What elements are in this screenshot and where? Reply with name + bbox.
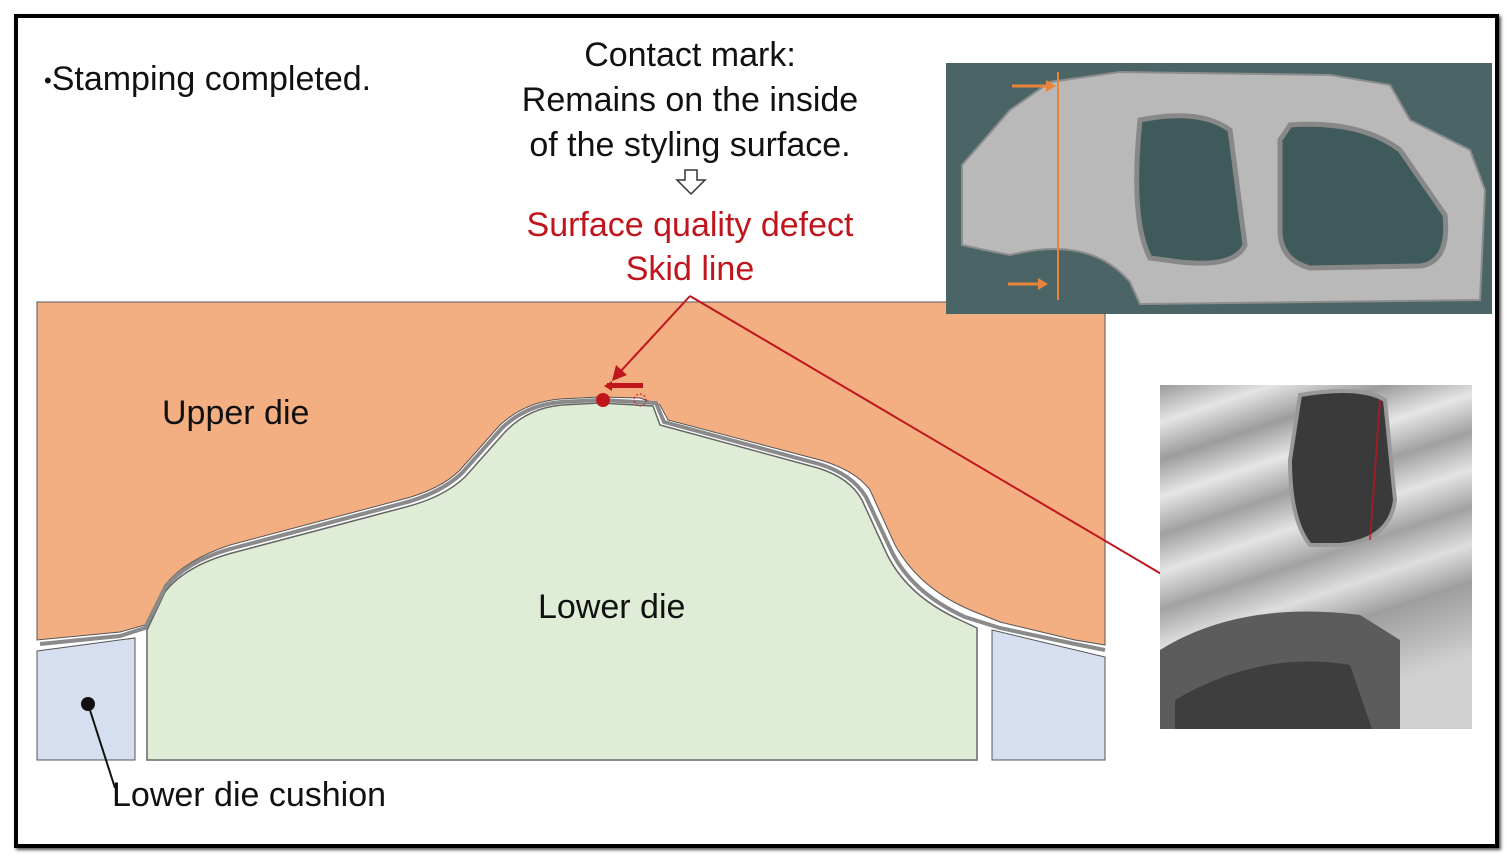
slide-direction-arrowhead	[604, 381, 612, 391]
lower-die	[146, 402, 978, 761]
callout-line-1: Contact mark:	[584, 36, 796, 74]
bullet-text: Stamping completed.	[51, 60, 372, 98]
cushion-label: Lower die cushion	[112, 776, 387, 814]
contact-mark-ghost	[633, 393, 647, 407]
lower-die-label: Lower die	[538, 588, 686, 626]
slide-direction-bar	[607, 383, 643, 388]
defect-line-2: Skid line	[625, 250, 755, 288]
callout-arrow-to-photo	[689, 295, 1181, 586]
upper-die-label: Upper die	[162, 394, 310, 432]
bullet-icon: •	[44, 68, 52, 94]
sheet-metal	[39, 397, 1106, 652]
bullet-stamping-completed: •Stamping completed.	[44, 60, 371, 99]
contact-mark-dot	[596, 393, 610, 407]
callout-line-2: Remains on the inside	[521, 81, 859, 119]
defect-line-1: Surface quality defect	[526, 206, 854, 244]
upper-die	[36, 301, 1106, 646]
contact-mark-callout: Contact mark: Remains on the inside of t…	[490, 33, 890, 168]
callout-arrow-to-die	[619, 295, 691, 373]
skid-line-photo	[1160, 385, 1472, 729]
slide-frame	[14, 14, 1499, 848]
right-die-cushion	[991, 629, 1106, 761]
defect-callout: Surface quality defect Skid line	[490, 203, 890, 291]
down-arrow-icon	[675, 169, 707, 196]
body-side-panel-photo	[946, 63, 1492, 314]
callout-line-3: of the styling surface.	[529, 126, 851, 164]
cushion-pointer-line	[87, 703, 116, 789]
callout-arrowhead-die	[612, 365, 627, 381]
